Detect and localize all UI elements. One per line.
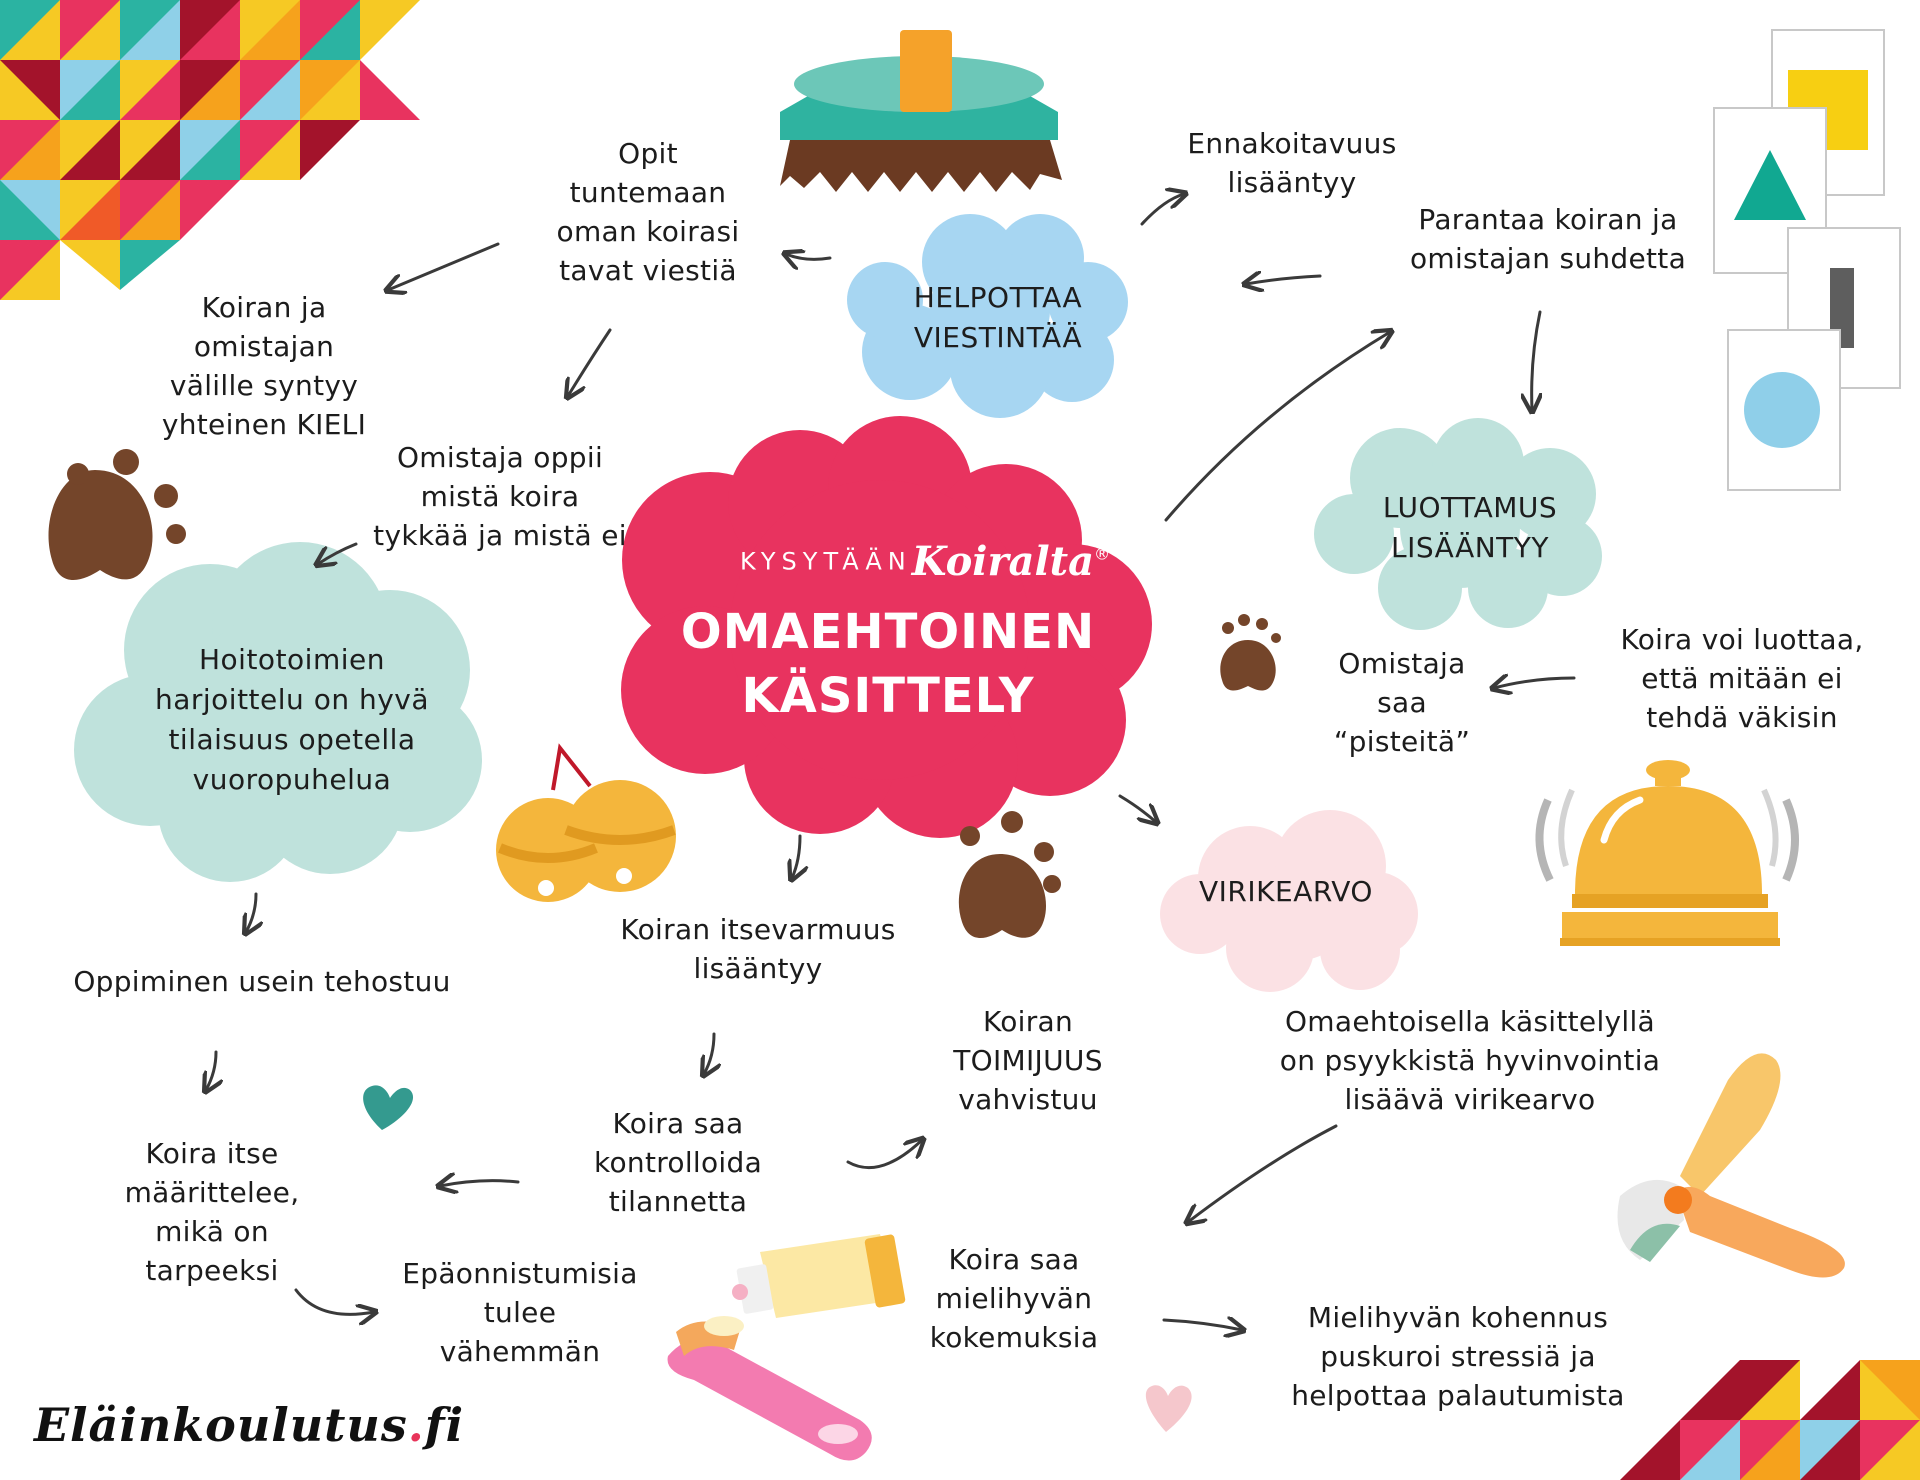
bells-icon: [496, 743, 676, 902]
cloud-shape-helpottaa: [847, 214, 1128, 418]
arrow-parantaa-to-helpottaa: [1246, 276, 1322, 284]
arrow-mielihyvan-to-kohennus: [1162, 1320, 1242, 1330]
text-oppiminen: Oppiminen usein tehostuu: [73, 965, 451, 998]
main-title-line-1: OMAEHTOINEN: [680, 604, 1096, 660]
cloud-shape-virikearvo: [1160, 810, 1418, 992]
arrow-opit-to-omistaja: [568, 328, 612, 396]
arrow-maarittelee-to-epaonnistumisia: [294, 1288, 374, 1314]
geometric-pattern-top-left: [0, 0, 420, 300]
cloud-shape-hoitotoimien: [74, 542, 482, 882]
paw-print-icon-center: [958, 811, 1061, 938]
arrow-psyykkista-to-center: [1188, 1124, 1338, 1222]
arrow-main-to-itsevarmuus: [792, 834, 800, 878]
service-bell-icon: [1535, 760, 1799, 946]
nail-clipper-icon: [1617, 1053, 1845, 1278]
geometric-pattern-bottom-right: [1620, 1360, 1920, 1480]
arrow-omistaja-to-hoitotoimien: [318, 542, 358, 564]
grooming-brush-icon: [780, 30, 1062, 192]
cloud-shape-luottamus: [1314, 418, 1602, 630]
arrow-opit-to-kieli: [388, 242, 500, 290]
arrow-hoitotoimien-to-oppiminen: [246, 892, 256, 932]
paw-print-icon-small: [1220, 614, 1281, 691]
footer-logo: Eläinkoulutus.fi: [34, 1398, 465, 1452]
paw-print-icon-left: [48, 449, 186, 580]
heart-icon-teal: [363, 1085, 414, 1130]
cloud-label-luottamus: LUOTTAMUS LISÄÄNTYY: [1382, 491, 1558, 564]
arrow-main-to-parantaa: [1164, 332, 1390, 522]
arrow-main-to-virikearvo: [1118, 794, 1156, 822]
main-title-line-2: KÄSITTELY: [741, 668, 1035, 724]
arrow-helpottaa-to-ennakoitavuus: [1140, 194, 1184, 226]
arrow-helpottaa-to-opit: [786, 254, 832, 259]
cloud-label-virikearvo: VIRIKEARVO: [1199, 875, 1373, 908]
brand-registered-mark: ®: [1094, 544, 1111, 564]
shape-cards-icon: [1713, 29, 1901, 491]
brand-kysytaan-koiralta: KYSYTÄÄNKoiralta®: [740, 538, 1110, 585]
arrow-itsevarmuus-to-kontrolloida: [704, 1032, 714, 1074]
brand-big-text: Koiralta: [911, 538, 1095, 585]
heart-icon-pink: [1145, 1385, 1192, 1432]
brand-small-text: KYSYTÄÄN: [740, 547, 912, 576]
toothbrush-icon: [667, 1316, 872, 1461]
cloud-label-hoitotoimien: Hoitotoimien harjoittelu on hyvä tilaisu…: [154, 643, 430, 796]
arrow-kontrolloida-to-maarittelee: [440, 1181, 520, 1186]
arrow-kontrolloida-to-toimijuus: [846, 1140, 922, 1170]
arrow-parantaa-to-luottamus: [1532, 310, 1540, 410]
arrow-oppiminen-to-maarittelee: [206, 1050, 216, 1090]
cloud-shape-main: [621, 416, 1152, 838]
arrow-koira-voi-to-pisteita: [1494, 678, 1576, 688]
cloud-label-helpottaa: HELPOTTAA VIESTINTÄÄ: [913, 281, 1083, 354]
main-title: OMAEHTOINEN KÄSITTELY: [681, 600, 1095, 728]
toothpaste-tube-icon: [732, 1234, 906, 1318]
